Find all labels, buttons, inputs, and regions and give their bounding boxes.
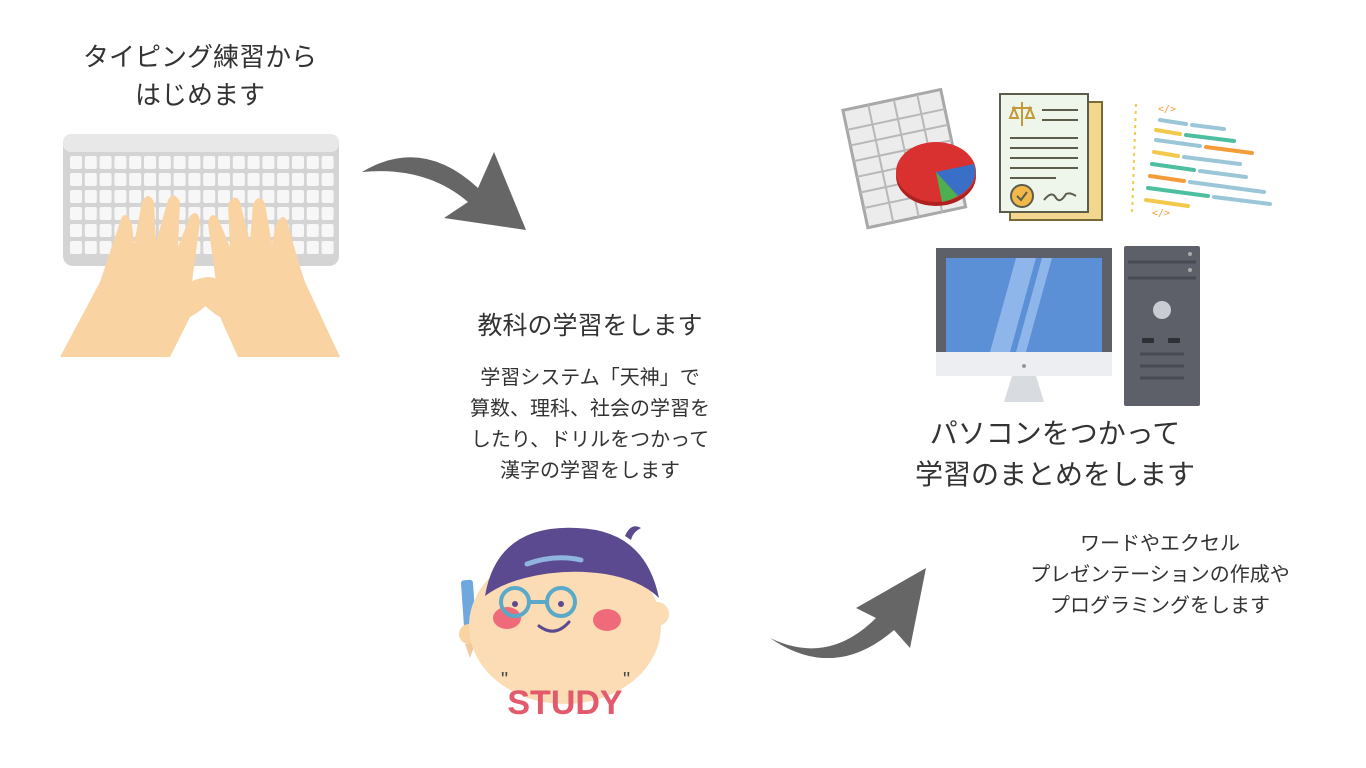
student-boy-icon: STUDY " " xyxy=(445,518,685,728)
desktop-computer-icon xyxy=(932,244,1204,410)
subjects-desc-line-1: 学習システム「天神」で xyxy=(480,365,700,389)
typing-title-line-1: タイピング練習から xyxy=(82,43,317,73)
code-listing-icon: </> </> xyxy=(1124,98,1274,222)
typing-title: タイピング練習から はじめます xyxy=(40,40,360,115)
arrow-curved-down-icon xyxy=(360,148,530,238)
pc-title: パソコンをつかって 学習のまとめをします xyxy=(880,414,1230,495)
keyboard-hands-icon xyxy=(60,132,345,362)
subjects-desc-line-3: したり、ドリルをつかって xyxy=(470,427,710,451)
typing-title-line-2: はじめます xyxy=(134,80,265,111)
pc-desc-line-2: プレゼンテーションの作成や xyxy=(1030,562,1290,586)
subjects-desc-line-4: 漢字の学習をします xyxy=(500,458,680,482)
arrow-curved-up-icon xyxy=(768,562,928,658)
study-badge: STUDY xyxy=(507,684,623,722)
svg-text:</>: </> xyxy=(1152,208,1170,219)
subjects-description: 学習システム「天神」で 算数、理科、社会の学習を したり、ドリルをつかって 漢字… xyxy=(390,362,790,486)
subjects-desc-line-2: 算数、理科、社会の学習を xyxy=(470,396,710,420)
subjects-title: 教科の学習をします xyxy=(477,311,703,340)
certificate-document-icon xyxy=(996,92,1108,224)
svg-text:</>: </> xyxy=(1158,104,1176,115)
pc-title-line-2: 学習のまとめをします xyxy=(914,457,1195,491)
pc-title-line-1: パソコンをつかって xyxy=(929,417,1181,450)
pc-desc-line-1: ワードやエクセル xyxy=(1080,531,1240,555)
pc-desc-line-3: プログラミングをします xyxy=(1050,593,1270,617)
svg-text:": " xyxy=(501,669,508,691)
svg-text:": " xyxy=(623,669,630,691)
pc-description: ワードやエクセル プレゼンテーションの作成や プログラミングをします xyxy=(990,528,1330,621)
spreadsheet-chart-icon xyxy=(832,82,982,232)
